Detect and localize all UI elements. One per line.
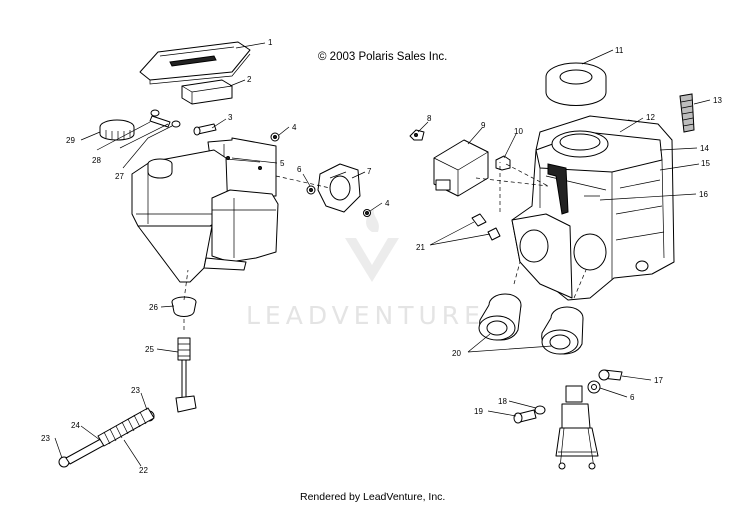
part-6-washer — [306, 185, 316, 195]
part-13-strip — [679, 93, 695, 133]
part-21-screw — [471, 213, 487, 227]
part-28-fastener — [149, 109, 181, 128]
callout-6b: 6 — [630, 393, 635, 402]
part-9-module — [433, 139, 489, 197]
callout-25: 25 — [145, 345, 154, 354]
part-4b-nut — [363, 209, 371, 217]
leader-lines — [54, 42, 711, 467]
part-11-ring — [545, 62, 607, 106]
callout-26: 26 — [149, 303, 158, 312]
part-3-screw — [193, 123, 217, 136]
callout-3: 3 — [228, 113, 233, 122]
callout-21: 21 — [416, 243, 425, 252]
callout-23a: 23 — [41, 434, 50, 443]
part-housing — [203, 189, 279, 271]
part-19-bolt — [513, 409, 537, 424]
part-27-tank — [131, 149, 229, 283]
part-18-washer — [534, 405, 546, 415]
watermark-logo-icon — [345, 238, 399, 282]
part-14-airbox — [511, 115, 675, 301]
part-17-bolt — [598, 369, 623, 381]
callout-29: 29 — [66, 136, 75, 145]
callout-5: 5 — [280, 159, 285, 168]
callout-23b: 23 — [131, 386, 140, 395]
callout-4b: 4 — [385, 199, 390, 208]
callout-labels: 1 2 3 4 5 6 7 4 29 28 27 26 25 23 23 24 … — [41, 38, 722, 475]
callout-24: 24 — [71, 421, 80, 430]
callout-19: 19 — [474, 407, 483, 416]
callout-14: 14 — [700, 144, 709, 153]
part-22-spring — [97, 407, 155, 447]
part-7-switch — [317, 163, 361, 213]
callout-13: 13 — [713, 96, 722, 105]
callout-28: 28 — [92, 156, 101, 165]
callout-4a: 4 — [292, 123, 297, 132]
callout-9: 9 — [481, 121, 486, 130]
part-20-boot — [478, 293, 522, 341]
callout-12: 12 — [646, 113, 655, 122]
part-21b-screw — [487, 227, 501, 241]
callout-1: 1 — [268, 38, 273, 47]
callout-7: 7 — [367, 167, 372, 176]
callout-11: 11 — [615, 46, 624, 55]
part-25-sensor — [175, 337, 197, 413]
callout-8: 8 — [427, 114, 432, 123]
part-bottom-bracket — [555, 385, 599, 470]
part-2-block — [181, 79, 233, 105]
callout-22: 22 — [139, 466, 148, 475]
watermark-text: LEADVENTURE — [246, 301, 485, 330]
callout-15: 15 — [701, 159, 710, 168]
callout-18: 18 — [498, 397, 507, 406]
part-6b-washer — [587, 380, 601, 394]
callout-17: 17 — [654, 376, 663, 385]
callout-2: 2 — [247, 75, 252, 84]
copyright-text: © 2003 Polaris Sales Inc. — [318, 51, 447, 63]
part-1-cover — [139, 41, 251, 85]
part-8-bolt — [409, 129, 425, 141]
callout-20: 20 — [452, 349, 461, 358]
part-29-cap — [99, 119, 135, 141]
part-26-grommet — [171, 296, 197, 317]
part-20b-boot — [541, 306, 584, 355]
callout-10: 10 — [514, 127, 523, 136]
rendered-by-text: Rendered by LeadVenture, Inc. — [300, 491, 445, 503]
part-4-nut — [270, 132, 280, 142]
part-10-nut — [495, 155, 511, 171]
callout-27: 27 — [115, 172, 124, 181]
callout-6a: 6 — [297, 165, 302, 174]
callout-16: 16 — [699, 190, 708, 199]
assembly-lines — [183, 162, 587, 330]
watermark: LEADVENTURE — [246, 208, 485, 330]
